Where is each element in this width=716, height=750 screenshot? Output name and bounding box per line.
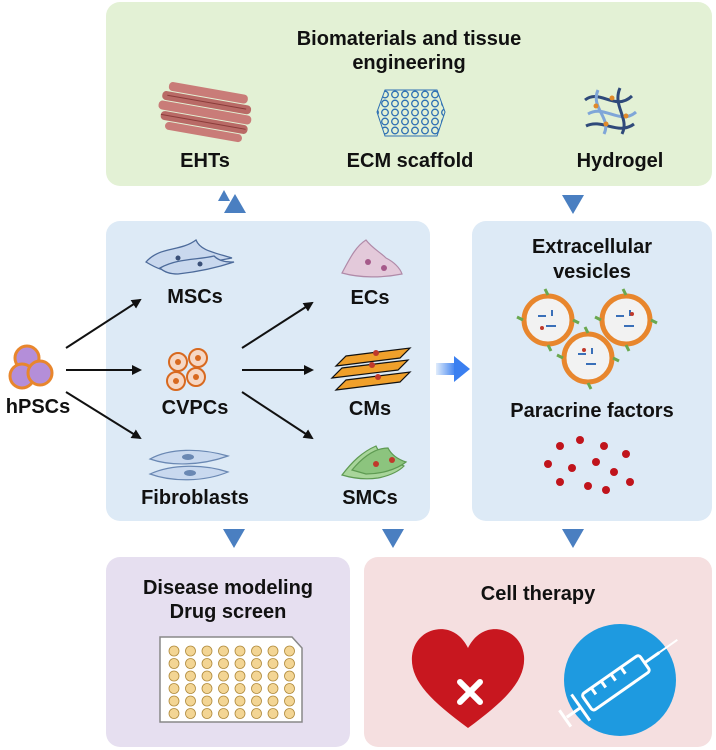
well (267, 683, 279, 694)
well (234, 708, 246, 719)
well (234, 670, 246, 682)
well (234, 658, 246, 669)
well (284, 645, 295, 657)
well (218, 695, 229, 707)
smc-cell-icon (340, 445, 408, 480)
ehts-fiber-icon (158, 82, 252, 143)
well (251, 683, 262, 694)
cm-cell-icon (330, 347, 412, 391)
well (168, 695, 180, 707)
paracrine-dots-icon (544, 436, 634, 494)
drug-screen-label: Drug screen (169, 601, 287, 623)
well (284, 683, 295, 694)
ecm-scaffold-label: ECM scaffold (346, 150, 474, 172)
cms-label: CMs (348, 398, 392, 420)
well (284, 708, 295, 719)
well (267, 708, 279, 719)
disease-modeling-label: Disease modeling (142, 577, 314, 599)
mscs-label: MSCs (167, 286, 223, 308)
biomaterials-title-line2: engineering (352, 52, 466, 74)
well (251, 695, 262, 707)
well (234, 645, 246, 657)
well (201, 683, 213, 694)
hydrogel-label: Hydrogel (576, 150, 664, 172)
well (168, 645, 180, 657)
flow-triangles (218, 190, 584, 548)
well (201, 708, 213, 719)
hpsc-cluster-icon (8, 344, 54, 390)
cvpc-cell-icon (166, 348, 208, 391)
well (267, 658, 279, 669)
smcs-label: SMCs (342, 487, 398, 509)
well (284, 670, 295, 682)
well (218, 670, 229, 682)
paracrine-label: Paracrine factors (510, 400, 674, 422)
well (251, 645, 262, 657)
well (267, 645, 279, 657)
well (201, 695, 213, 707)
differentiation-arrows (65, 298, 314, 440)
vesicle-icon (516, 288, 658, 390)
damaged-heart-icon (411, 629, 525, 728)
cvpcs-label: CVPCs (161, 397, 229, 419)
ehts-label: EHTs (180, 150, 230, 172)
well (218, 683, 229, 694)
well (284, 658, 295, 669)
ecm-scaffold-icon (376, 89, 446, 137)
ec-cell-icon (341, 239, 403, 278)
well (201, 645, 213, 657)
msc-cell-icon (144, 238, 235, 275)
well (168, 670, 180, 682)
cell-therapy-label: Cell therapy (480, 583, 596, 605)
well (218, 708, 229, 719)
hpscs-label: hPSCs (5, 396, 71, 418)
well (185, 695, 196, 707)
well (185, 645, 196, 657)
well (251, 670, 262, 682)
well (218, 645, 229, 657)
extracellular-label-line1: Extracellular (531, 236, 653, 258)
well-plate-icon (159, 636, 303, 723)
well (218, 658, 229, 669)
well (185, 670, 196, 682)
biomaterials-title-line1: Biomaterials and tissue (296, 28, 522, 50)
well (251, 658, 262, 669)
well (185, 658, 196, 669)
fibroblasts-label: Fibroblasts (141, 487, 249, 509)
ecs-label: ECs (350, 287, 390, 309)
well (234, 695, 246, 707)
extracellular-label-line2: vesicles (553, 261, 631, 283)
well (185, 708, 196, 719)
well (267, 670, 279, 682)
well (168, 658, 180, 669)
secretome-arrow (436, 356, 470, 382)
well (267, 695, 279, 707)
well (168, 683, 180, 694)
well (251, 708, 262, 719)
well (201, 658, 213, 669)
well (201, 670, 213, 682)
hydrogel-icon (584, 87, 637, 135)
well (284, 695, 295, 707)
fibroblast-cell-icon (148, 449, 230, 481)
well (234, 683, 246, 694)
syringe-icon (558, 624, 678, 736)
well (168, 708, 180, 719)
well (185, 683, 196, 694)
